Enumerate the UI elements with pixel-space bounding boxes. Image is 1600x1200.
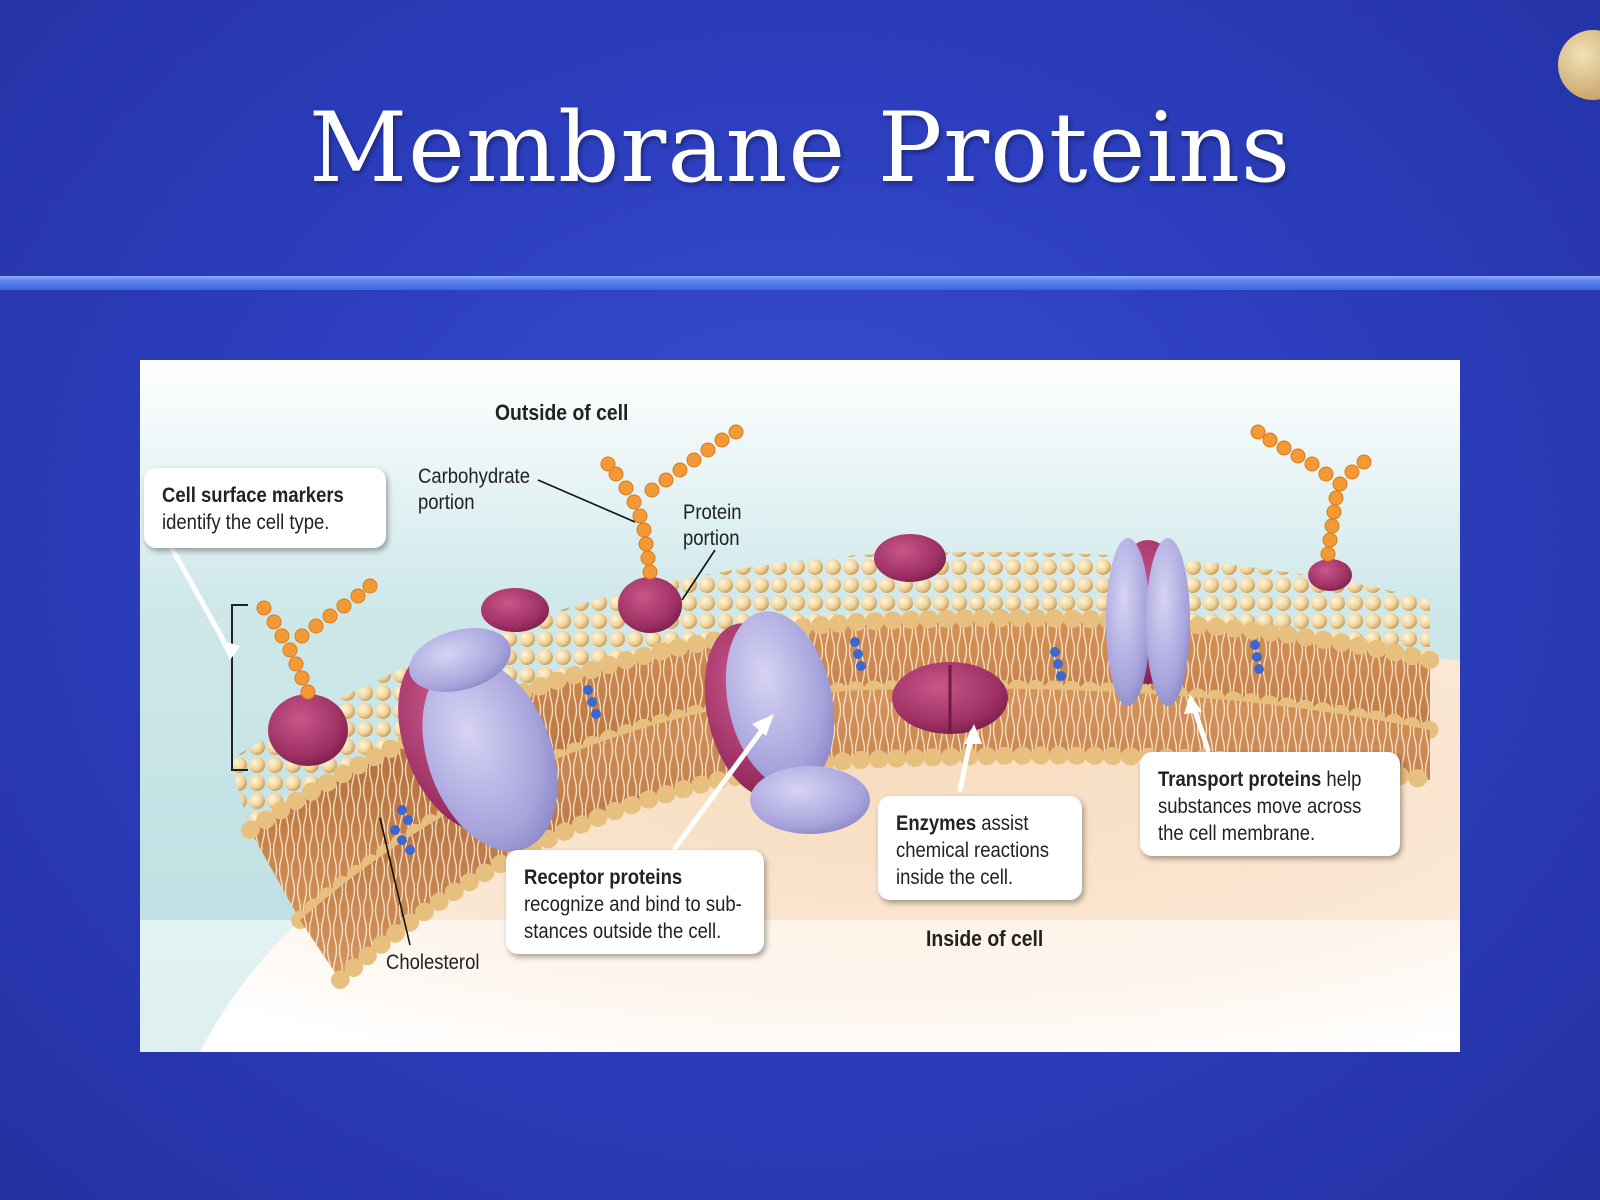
callout-body: chemical reactions inside the cell. <box>896 839 1050 889</box>
surface-proteins <box>268 534 1352 766</box>
carbohydrate-portion-label: Carbohydrate portion <box>418 465 530 514</box>
receptor-protein-left <box>398 628 558 852</box>
membrane-figure: Outside of cell Inside of cell Carbohydr… <box>140 360 1460 1052</box>
callout-transport-proteins: Transport proteins help substances move … <box>1140 752 1400 856</box>
slide-title: Membrane Proteins <box>308 92 1292 204</box>
outside-of-cell-label: Outside of cell <box>495 400 629 425</box>
enzyme-protein <box>892 662 1008 734</box>
callout-body: substances move across the cell membrane… <box>1158 795 1362 845</box>
callout-head: Enzymes <box>896 812 977 835</box>
transport-protein <box>1106 538 1190 706</box>
cholesterol-molecules <box>390 637 1264 855</box>
callout-head: Cell surface markers <box>162 484 344 507</box>
marker-bracket <box>231 604 248 771</box>
protein-portion-label: Protein portion <box>683 501 742 550</box>
receptor-protein <box>704 611 870 834</box>
inside-of-cell-label: Inside of cell <box>926 926 1044 951</box>
cholesterol-label: Cholesterol <box>386 951 480 974</box>
membrane-illustration <box>140 360 1460 1052</box>
title-divider <box>0 276 1600 290</box>
carbohydrate-chains <box>256 424 1372 700</box>
callout-cell-surface-markers: Cell surface markers identify the cell t… <box>144 468 386 548</box>
callout-receptor-proteins: Receptor proteins recognize and bind to … <box>506 850 764 954</box>
arrow-heads <box>220 640 1202 744</box>
callout-body: recognize and bind to sub- stances outsi… <box>524 893 742 943</box>
leader-lines <box>379 479 716 946</box>
corner-ornament <box>1558 30 1600 100</box>
callout-body: identify the cell type. <box>162 511 330 534</box>
callout-head: Transport proteins <box>1158 768 1322 791</box>
callout-head: Receptor proteins <box>524 866 683 889</box>
callout-enzymes: Enzymes assist chemical reactions inside… <box>878 796 1082 900</box>
